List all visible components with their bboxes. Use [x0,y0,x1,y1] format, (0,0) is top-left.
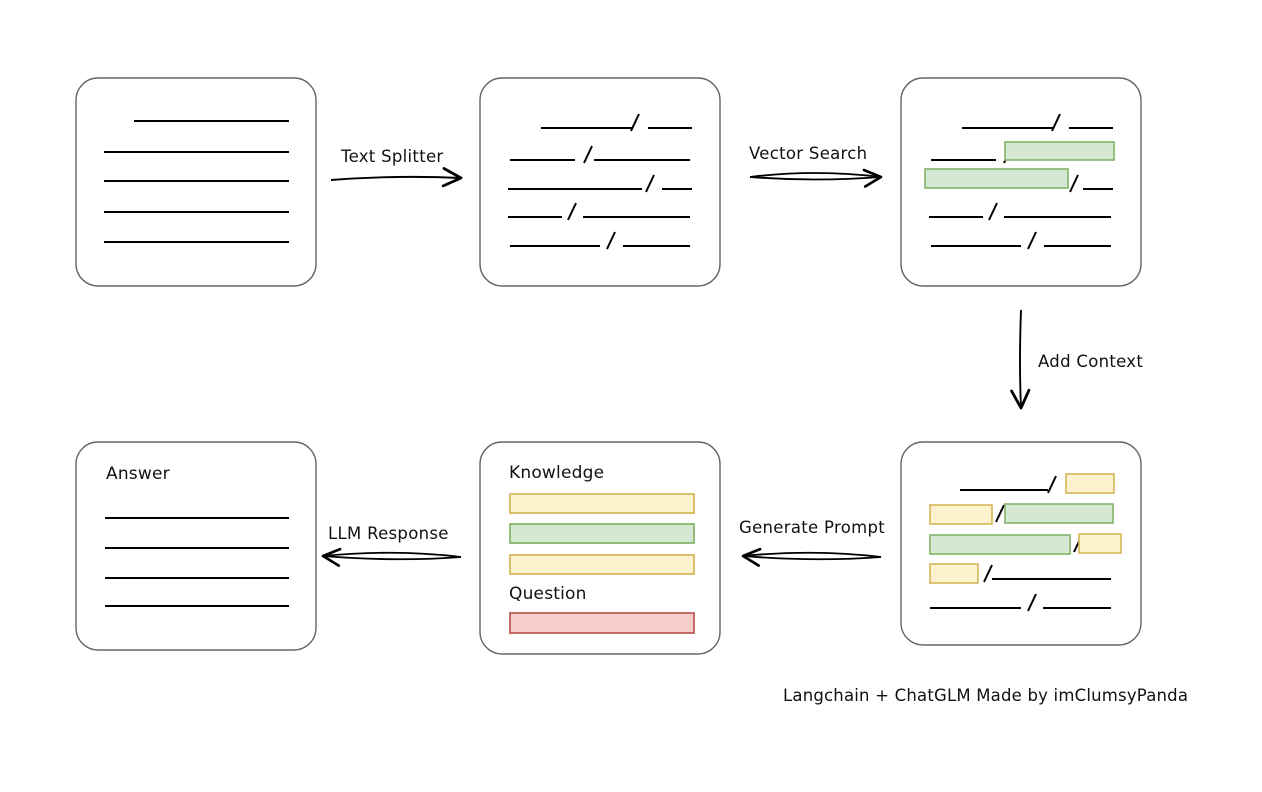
knowledge-bar-1 [509,493,695,514]
node-context-document[interactable] [900,441,1142,646]
edge-label-generate-prompt: Generate Prompt [739,518,885,537]
node-answer[interactable] [75,441,317,651]
highlight-yellow-r1 [1065,473,1115,494]
llm-response-arrow-lower [321,547,462,567]
edge-label-vector-search: Vector Search [749,144,868,163]
edge-label-llm-response: LLM Response [328,524,449,543]
highlight-yellow-r4 [929,563,979,584]
highlight-yellow-r3 [1078,533,1122,554]
highlight-green-row3 [924,168,1069,189]
source-document-lines [104,120,289,243]
generate-prompt-arrow-lower [741,547,882,567]
node-vector-matches[interactable] [900,77,1142,287]
add-context-arrow-line [1010,309,1031,410]
vector-search-arrow-lower [749,168,883,188]
knowledge-bar-3 [509,554,695,575]
answer-title: Answer [106,464,170,484]
llm-response-arrow-upper [322,551,462,558]
knowledge-bar-2 [509,523,695,544]
highlight-green-row2 [1004,141,1115,161]
answer-frame [75,441,317,651]
highlight-green-r2 [1004,503,1114,524]
generate-prompt-arrow-upper [742,551,882,558]
knowledge-label: Knowledge [509,463,605,483]
vector-matches-lines [924,113,1115,250]
highlight-green-r3 [929,534,1071,555]
node-prompt[interactable] [479,441,721,655]
edge-label-add-context: Add Context [1038,352,1144,371]
question-label: Question [509,584,587,604]
vector-search-arrow-upper [749,172,882,178]
split-chunks-lines [508,113,692,250]
edge-generate-prompt [741,547,882,567]
highlight-yellow-r2 [929,504,993,525]
edge-label-text-splitter: Text Splitter [341,147,444,166]
context-document-lines [929,473,1122,612]
split-chunks-frame [479,77,721,287]
node-source-document[interactable] [75,77,317,287]
edge-llm-response [321,547,462,567]
text-splitter-arrow-line [330,167,463,188]
footer-credit: Langchain + ChatGLM Made by imClumsyPand… [783,686,1189,705]
edge-text-splitter [330,167,463,188]
answer-lines [105,517,289,607]
edge-add-context [1010,309,1031,410]
edge-vector-search [749,168,883,188]
question-bar-1 [509,612,695,634]
node-split-chunks[interactable] [479,77,721,287]
